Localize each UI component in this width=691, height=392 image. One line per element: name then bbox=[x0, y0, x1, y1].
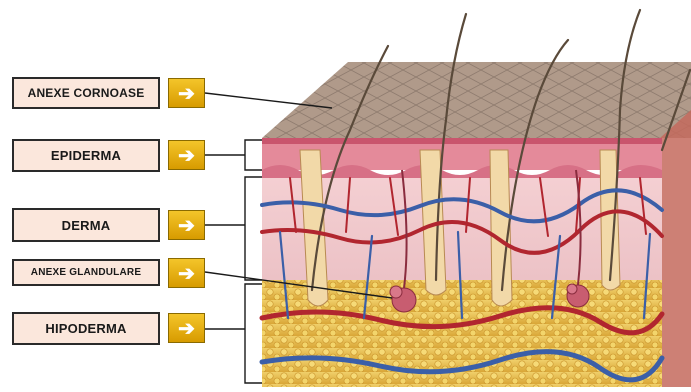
bracket-epiderma bbox=[245, 140, 262, 170]
bracket-hipoderma bbox=[245, 284, 262, 383]
block-side-face bbox=[660, 110, 691, 387]
label-text: EPIDERMA bbox=[51, 148, 121, 163]
arrow-right-icon: ➔ bbox=[178, 81, 195, 106]
arrow-button-epiderma[interactable]: ➔ bbox=[168, 140, 205, 170]
bracket-derma bbox=[245, 177, 262, 280]
arrow-right-icon: ➔ bbox=[178, 261, 195, 286]
arrow-button-hipoderma[interactable]: ➔ bbox=[168, 313, 205, 343]
label-text: HIPODERMA bbox=[45, 321, 126, 336]
label-anexe-glandulare: ANEXE GLANDULARE bbox=[12, 259, 160, 286]
label-text: ANEXE CORNOASE bbox=[28, 86, 145, 100]
label-text: ANEXE GLANDULARE bbox=[31, 267, 141, 278]
skin-surface bbox=[262, 62, 691, 138]
arrow-right-icon: ➔ bbox=[178, 213, 195, 238]
arrow-button-anexe-glandulare[interactable]: ➔ bbox=[168, 258, 205, 288]
label-hipoderma: HIPODERMA bbox=[12, 312, 160, 345]
label-epiderma: EPIDERMA bbox=[12, 139, 160, 172]
label-derma: DERMA bbox=[12, 208, 160, 242]
label-text: DERMA bbox=[62, 218, 111, 233]
arrow-button-anexe-cornoase[interactable]: ➔ bbox=[168, 78, 205, 108]
arrow-right-icon: ➔ bbox=[178, 316, 195, 341]
arrow-button-derma[interactable]: ➔ bbox=[168, 210, 205, 240]
arrow-right-icon: ➔ bbox=[178, 143, 195, 168]
label-anexe-cornoase: ANEXE CORNOASE bbox=[12, 77, 160, 109]
